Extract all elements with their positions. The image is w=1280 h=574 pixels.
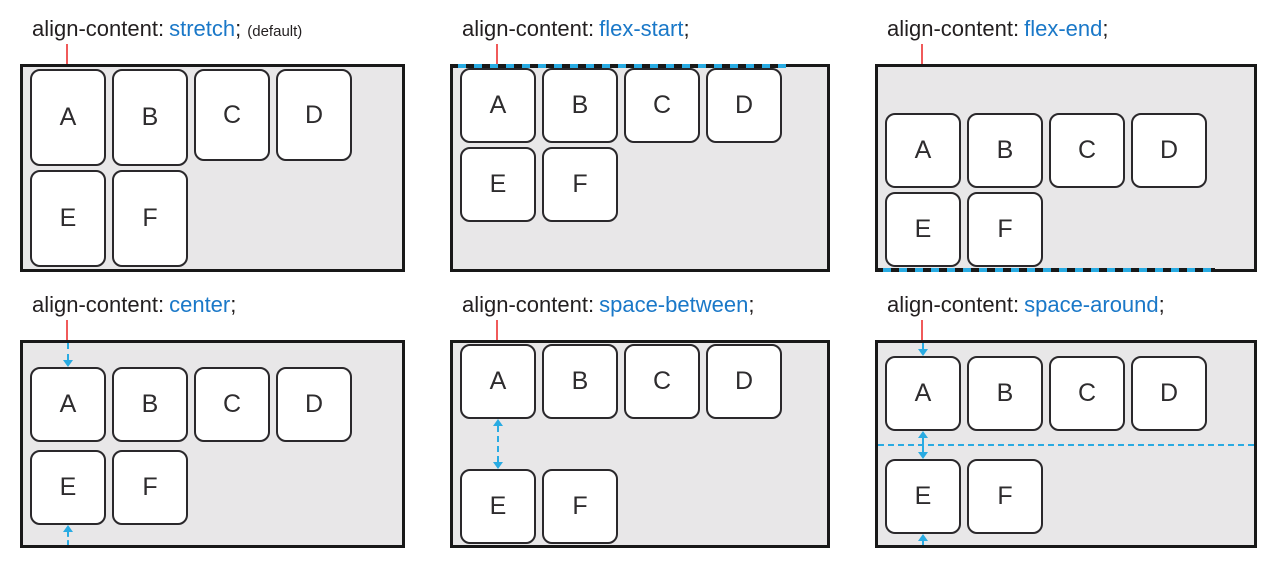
value-pointer-tick <box>66 320 68 340</box>
flex-item-f: F <box>967 192 1043 267</box>
flex-item-f: F <box>112 170 188 267</box>
above-midline-up-arrow-icon <box>918 431 928 438</box>
property-name: align-content: <box>32 292 165 317</box>
top-space-arrow-line <box>67 343 69 360</box>
flex-item-e: E <box>30 450 106 525</box>
flex-item-a: A <box>460 344 536 419</box>
flex-container-stretch: A B C D E F <box>20 64 405 272</box>
flex-item-f: F <box>112 450 188 525</box>
value-pointer-tick <box>921 44 923 64</box>
panel-align-content-flex-start: align-content:flex-start; A B C D E F <box>450 14 830 278</box>
semicolon: ; <box>1158 292 1165 317</box>
flex-item-f: F <box>542 469 618 544</box>
property-value: space-between <box>599 292 749 317</box>
above-midline-arrow-line <box>922 438 924 445</box>
semicolon: ; <box>235 16 242 41</box>
panel-align-content-stretch: align-content:stretch; (default) A B C D … <box>20 14 405 278</box>
start-edge-dashed-line <box>450 64 786 68</box>
property-value: flex-start <box>599 16 684 41</box>
flex-item-f: F <box>542 147 618 222</box>
property-name: align-content: <box>462 292 595 317</box>
value-pointer-tick <box>496 44 498 64</box>
midline-dashed-line <box>878 444 1254 446</box>
flex-container-space-between: A B C D E F <box>450 340 830 548</box>
flex-item-c: C <box>1049 113 1125 188</box>
flex-item-c: C <box>624 344 700 419</box>
panel-align-content-space-around: align-content:space-around; A B C D E F <box>875 290 1257 554</box>
flex-item-a: A <box>885 356 961 431</box>
between-rows-down-arrow-icon <box>493 462 503 469</box>
top-space-down-arrow-icon <box>63 360 73 367</box>
flex-item-c: C <box>194 69 270 161</box>
flex-item-d: D <box>276 69 352 161</box>
property-name: align-content: <box>887 292 1020 317</box>
top-space-down-arrow-icon <box>918 349 928 356</box>
panel-title: align-content:flex-start; <box>462 16 690 42</box>
property-name: align-content: <box>887 16 1020 41</box>
semicolon: ; <box>1102 16 1109 41</box>
panel-title: align-content:space-around; <box>887 292 1165 318</box>
property-name: align-content: <box>462 16 595 41</box>
flex-item-c: C <box>194 367 270 442</box>
flex-item-d: D <box>276 367 352 442</box>
panel-title: align-content:center; <box>32 292 236 318</box>
bottom-space-up-arrow-icon <box>918 534 928 541</box>
flex-item-a: A <box>30 367 106 442</box>
end-edge-dashed-line <box>875 268 1215 272</box>
panel-align-content-space-between: align-content:space-between; A B C D E F <box>450 290 830 554</box>
property-value: stretch <box>169 16 236 41</box>
flex-item-b: B <box>112 69 188 166</box>
flex-item-b: B <box>542 344 618 419</box>
flex-item-e: E <box>30 170 106 267</box>
flex-container-flex-start: A B C D E F <box>450 64 830 272</box>
flex-item-a: A <box>885 113 961 188</box>
flex-item-e: E <box>460 469 536 544</box>
between-rows-arrow-line <box>497 426 499 462</box>
panel-align-content-flex-end: align-content:flex-end; A B C D E F <box>875 14 1257 278</box>
flex-container-space-around: A B C D E F <box>875 340 1257 548</box>
property-value: space-around <box>1024 292 1159 317</box>
flex-item-e: E <box>885 192 961 267</box>
flex-item-b: B <box>967 356 1043 431</box>
top-space-arrow-line <box>922 343 924 350</box>
below-midline-down-arrow-icon <box>918 452 928 459</box>
flex-item-b: B <box>542 68 618 143</box>
flex-container-center: A B C D E F <box>20 340 405 548</box>
flex-item-c: C <box>624 68 700 143</box>
flex-item-a: A <box>30 69 106 166</box>
property-name: align-content: <box>32 16 165 41</box>
semicolon: ; <box>230 292 237 317</box>
panel-align-content-center: align-content:center; A B C D E F <box>20 290 405 554</box>
property-value: flex-end <box>1024 16 1103 41</box>
flex-item-e: E <box>460 147 536 222</box>
semicolon: ; <box>683 16 690 41</box>
bottom-space-arrow-line <box>922 541 924 545</box>
flex-item-d: D <box>706 344 782 419</box>
panel-title: align-content:space-between; <box>462 292 754 318</box>
panel-title: align-content:stretch; (default) <box>32 16 302 42</box>
between-rows-up-arrow-icon <box>493 419 503 426</box>
default-note: (default) <box>247 23 303 40</box>
value-pointer-tick <box>66 44 68 64</box>
flex-item-c: C <box>1049 356 1125 431</box>
flex-item-b: B <box>967 113 1043 188</box>
flex-item-d: D <box>1131 113 1207 188</box>
flex-item-e: E <box>885 459 961 534</box>
semicolon: ; <box>748 292 755 317</box>
flex-item-d: D <box>706 68 782 143</box>
bottom-space-up-arrow-icon <box>63 525 73 532</box>
flex-item-b: B <box>112 367 188 442</box>
flex-item-f: F <box>967 459 1043 534</box>
flex-item-a: A <box>460 68 536 143</box>
below-midline-arrow-line <box>922 446 924 452</box>
property-value: center <box>169 292 231 317</box>
panel-title: align-content:flex-end; <box>887 16 1109 42</box>
value-pointer-tick <box>921 320 923 340</box>
value-pointer-tick <box>496 320 498 340</box>
flex-container-flex-end: A B C D E F <box>875 64 1257 272</box>
flex-item-d: D <box>1131 356 1207 431</box>
bottom-space-arrow-line <box>67 532 69 545</box>
